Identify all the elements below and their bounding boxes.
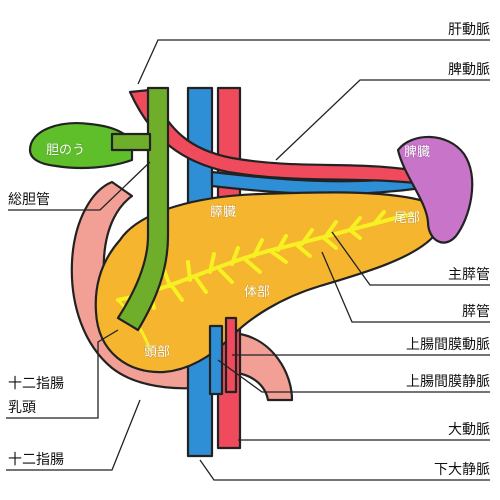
leader-common-bile-duct (8, 161, 151, 211)
leader-ivc (199, 459, 490, 481)
cystic-duct (110, 132, 152, 152)
label-smv: 上腸間膜静脈 (406, 374, 490, 390)
leader-splenic-artery (275, 79, 490, 161)
label-tail: 尾部 (394, 211, 420, 226)
common-bile-duct (116, 86, 170, 332)
spleen-organ (396, 135, 474, 244)
label-splenic-artery: 脾動脈 (448, 62, 490, 78)
label-duodenum: 十二指腸 (8, 452, 64, 468)
label-spleen: 脾臓 (404, 145, 430, 160)
label-sma: 上腸間膜動脈 (406, 337, 490, 353)
superior-mesenteric-vein-vessel (208, 324, 224, 396)
leader-main-pancreatic-duct (331, 231, 490, 286)
label-common-bile-duct: 総胆管 (8, 192, 50, 208)
leader-duodenum (6, 399, 141, 471)
label-head: 頭部 (144, 345, 170, 360)
label-duodenal-papilla-line1: 十二指腸 (8, 376, 64, 392)
splenic-artery (128, 88, 426, 186)
label-duodenal-papilla-line2: 乳頭 (8, 400, 36, 416)
leader-duodenal-papilla (6, 329, 119, 419)
pancreas-organ (94, 191, 440, 374)
label-hepatic-artery: 肝動脈 (448, 22, 490, 38)
leader-hepatic-artery (137, 39, 490, 85)
label-ivc: 下大静脈 (434, 462, 490, 478)
label-gallbladder: 胆のう (46, 143, 85, 158)
leader-lines (6, 39, 490, 481)
label-pancreas: 膵臓 (210, 205, 236, 220)
leader-pancreatic-duct (321, 251, 490, 323)
label-pancreatic-duct: 膵管 (462, 304, 490, 320)
label-body: 体部 (244, 285, 270, 300)
label-main-pancreatic-duct: 主膵管 (448, 267, 490, 283)
label-aorta: 大動脈 (448, 422, 490, 438)
leader-smv (217, 359, 490, 393)
